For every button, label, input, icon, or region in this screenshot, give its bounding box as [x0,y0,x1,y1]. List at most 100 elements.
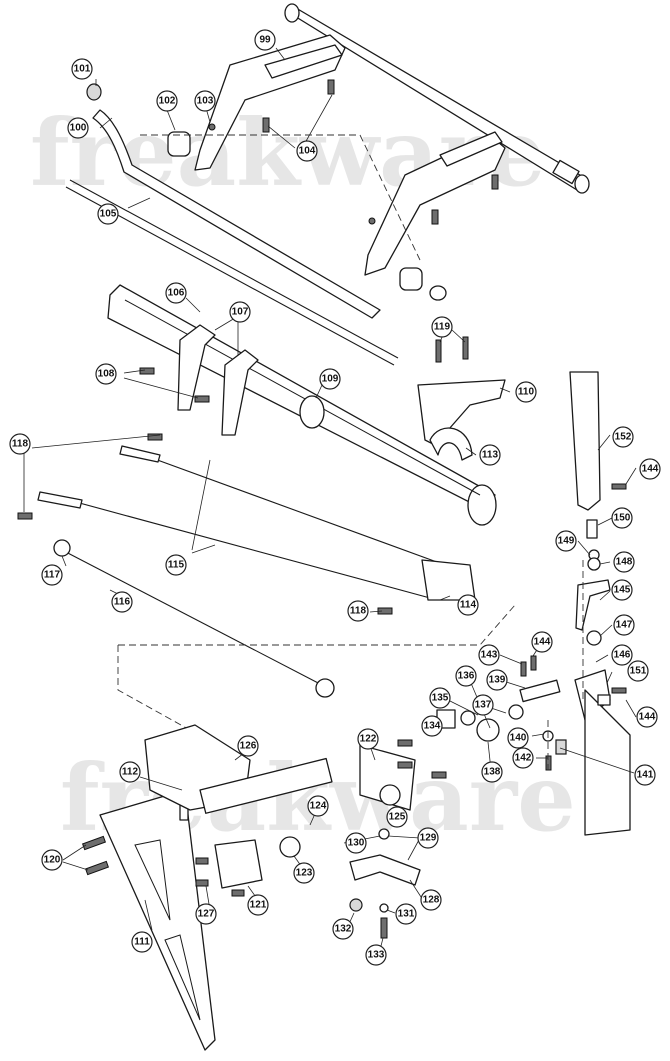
callout-145: 145 [611,579,633,601]
callout-102: 102 [156,90,178,112]
callout-132: 132 [332,918,354,940]
svg-text:143: 143 [481,650,498,661]
tail-rotor-assembly [508,371,631,836]
callout-128: 128 [420,889,442,911]
callout-122: 122 [357,728,379,750]
svg-text:144: 144 [642,464,659,475]
svg-text:120: 120 [44,855,61,866]
svg-text:137: 137 [475,700,492,711]
callout-138: 138 [481,761,503,783]
callout-146: 146 [611,644,633,666]
callout-104: 103 [194,90,216,112]
svg-text:133: 133 [368,950,385,961]
tail-boom-assembly [107,284,506,526]
callout-105: 105 [97,203,119,225]
callout-152: 152 [612,426,634,448]
tail-gearbox-assembly [81,709,500,1051]
callout-99: 99 [254,29,276,51]
svg-text:136: 136 [458,671,475,682]
svg-text:130: 130 [348,838,365,849]
guide-line [117,604,516,731]
svg-text:100: 100 [70,123,87,134]
callout-151: 151 [627,660,649,682]
svg-text:114: 114 [460,600,477,611]
callout-144-mid: 144 [531,631,553,653]
callout-125: 125 [386,806,408,828]
callout-137: 137 [472,694,494,716]
callout-133: 133 [365,944,387,966]
svg-text:101: 101 [74,64,91,75]
svg-text:119: 119 [434,322,451,333]
callout-135: 135 [429,687,451,709]
pushrod-assembly [17,433,476,698]
svg-text:103: 103 [197,96,214,107]
callout-143: 143 [478,644,500,666]
svg-text:142: 142 [515,753,532,764]
svg-text:106: 106 [168,288,185,299]
svg-text:138: 138 [484,767,501,778]
svg-text:108: 108 [98,369,115,380]
callout-129: 129 [417,827,439,849]
svg-text:148: 148 [616,557,633,568]
callout-141: 141 [634,764,656,786]
svg-text:112: 112 [122,767,139,778]
svg-text:128: 128 [423,895,440,906]
callout-147: 147 [613,614,635,636]
svg-text:105: 105 [100,209,117,220]
callout-144-top: 144 [639,458,661,480]
svg-text:113: 113 [482,450,499,461]
callout-111: 111 [131,931,153,953]
svg-text:132: 132 [335,924,352,935]
callout-134: 134 [421,715,443,737]
svg-text:116: 116 [114,597,131,608]
callout-107: 107 [229,301,251,323]
svg-text:124: 124 [310,801,327,812]
callout-142: 142 [512,747,534,769]
callout-108: 108 [95,363,117,385]
svg-text:129: 129 [420,833,437,844]
callout-121: 121 [247,894,269,916]
svg-text:118: 118 [12,439,29,450]
svg-text:144: 144 [534,637,551,648]
callout-100: 100 [67,117,89,139]
landing-gear-assembly [65,3,590,366]
callout-140: 140 [507,727,529,749]
svg-text:123: 123 [296,868,313,879]
svg-text:135: 135 [432,693,449,704]
svg-text:99: 99 [259,35,271,46]
svg-text:126: 126 [240,741,257,752]
svg-text:144: 144 [639,712,656,723]
callout-126: 126 [237,735,259,757]
svg-text:109: 109 [322,374,339,385]
svg-text:149: 149 [558,536,575,547]
callout-144-bottom: 144 [636,706,658,728]
callout-150: 150 [611,507,633,529]
svg-text:134: 134 [424,721,441,732]
svg-text:151: 151 [630,666,647,677]
callout-113: 113 [479,444,501,466]
callout-131: 131 [395,903,417,925]
svg-text:152: 152 [615,432,632,443]
callout-149: 149 [555,530,577,552]
callout-148: 148 [613,551,635,573]
callout-labels: 99 100 101 102 103 104 105 106 107 108 1… [9,29,661,966]
svg-text:147: 147 [616,620,633,631]
svg-text:145: 145 [614,585,631,596]
callout-124: 124 [307,795,329,817]
svg-text:127: 127 [198,909,215,920]
callout-118-left: 118 [9,433,31,455]
svg-text:141: 141 [637,770,654,781]
callout-106: 106 [165,282,187,304]
callout-120: 120 [41,849,63,871]
callout-114: 114 [457,594,479,616]
callout-119: 119 [431,316,453,338]
callout-116: 116 [111,591,133,613]
svg-text:115: 115 [168,560,185,571]
svg-text:122: 122 [360,734,377,745]
callout-109: 109 [319,368,341,390]
svg-text:121: 121 [250,900,267,911]
callout-115: 115 [165,554,187,576]
callout-136: 136 [455,665,477,687]
callout-118-right: 118 [347,600,369,622]
callout-139: 139 [486,669,508,691]
